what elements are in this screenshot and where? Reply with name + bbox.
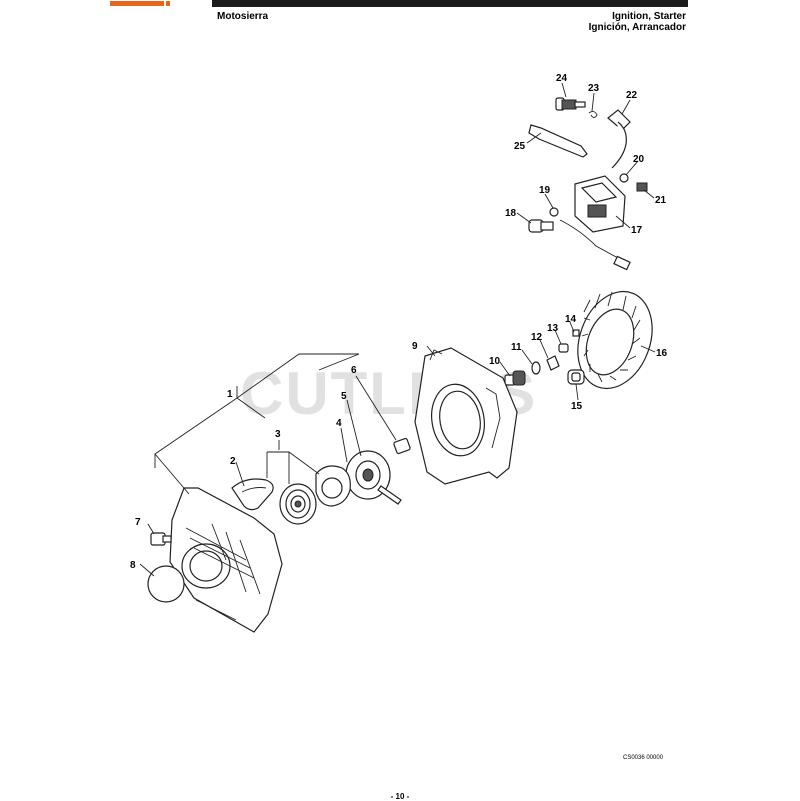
callout-9: 9 [412,341,418,352]
callout-6: 6 [351,365,357,376]
part-flywheel [577,290,653,390]
callout-18: 18 [505,208,517,219]
part-ignition-coil [574,175,626,233]
page-number: - 10 - [390,792,410,801]
part-screw-7 [150,532,172,546]
callout-2: 2 [230,456,236,467]
callout-12: 12 [531,332,543,343]
callout-21: 21 [655,195,667,206]
part-key-14 [572,329,580,337]
figure-code: CS0036 00000 [623,755,664,761]
part-starter-housing-1 [169,487,283,633]
callout-13: 13 [547,323,559,334]
callout-15: 15 [571,401,583,412]
header-title-english: Ignition, Starter [612,11,686,22]
callout-16: 16 [656,348,668,359]
part-spring-clip [588,110,598,118]
part-recoil-spring-3 [279,483,317,525]
callout-24: 24 [556,73,568,84]
callout-5: 5 [341,391,347,402]
part-ground-lead [559,219,619,259]
callout-11: 11 [511,342,522,353]
callout-17: 17 [631,225,643,236]
part-nut-15 [567,369,585,385]
header-left-title: Motosierra [217,11,269,22]
part-starter-handle-2 [231,478,274,511]
part-washer-11 [531,361,541,375]
callout-22: 22 [626,90,638,101]
part-spring-13 [558,343,569,353]
part-fan-cover-9 [414,347,518,485]
part-terminal-cable [528,124,588,158]
part-pawl-12 [546,355,560,371]
part-screw-18 [528,219,554,233]
header-bar [212,0,688,7]
callout-10: 10 [489,356,501,367]
part-cover-disc-8 [147,565,185,603]
part-ground-terminal [613,255,631,271]
part-spring-case-4 [315,465,351,507]
part-washer-19 [549,207,559,217]
part-bolt-6 [393,437,411,455]
callout-14: 14 [565,314,577,325]
callout-23: 23 [588,83,600,94]
part-rope-pulley-5 [345,450,402,505]
brand-logo [108,0,172,7]
callout-20: 20 [633,154,645,165]
header-right-title: Ignition, Starter Ignición, Arrancador [589,11,686,33]
part-washer-20 [619,173,629,183]
callout-19: 19 [539,185,551,196]
part-bolt-10 [504,370,526,386]
callout-1: 1 [227,389,233,400]
callout-3: 3 [275,429,281,440]
leader-lines [139,82,656,577]
callout-25: 25 [514,141,526,152]
part-spark-plug [555,97,586,111]
callout-7: 7 [135,517,141,528]
part-plug-boot [607,109,631,169]
callout-4: 4 [336,418,342,429]
header-title-spanish: Ignición, Arrancador [588,22,686,33]
callout-8: 8 [130,560,136,571]
callout-labels: 1 2 3 4 5 6 7 8 9 10 11 12 13 14 15 16 1… [130,73,668,571]
part-connector-21 [636,182,648,192]
